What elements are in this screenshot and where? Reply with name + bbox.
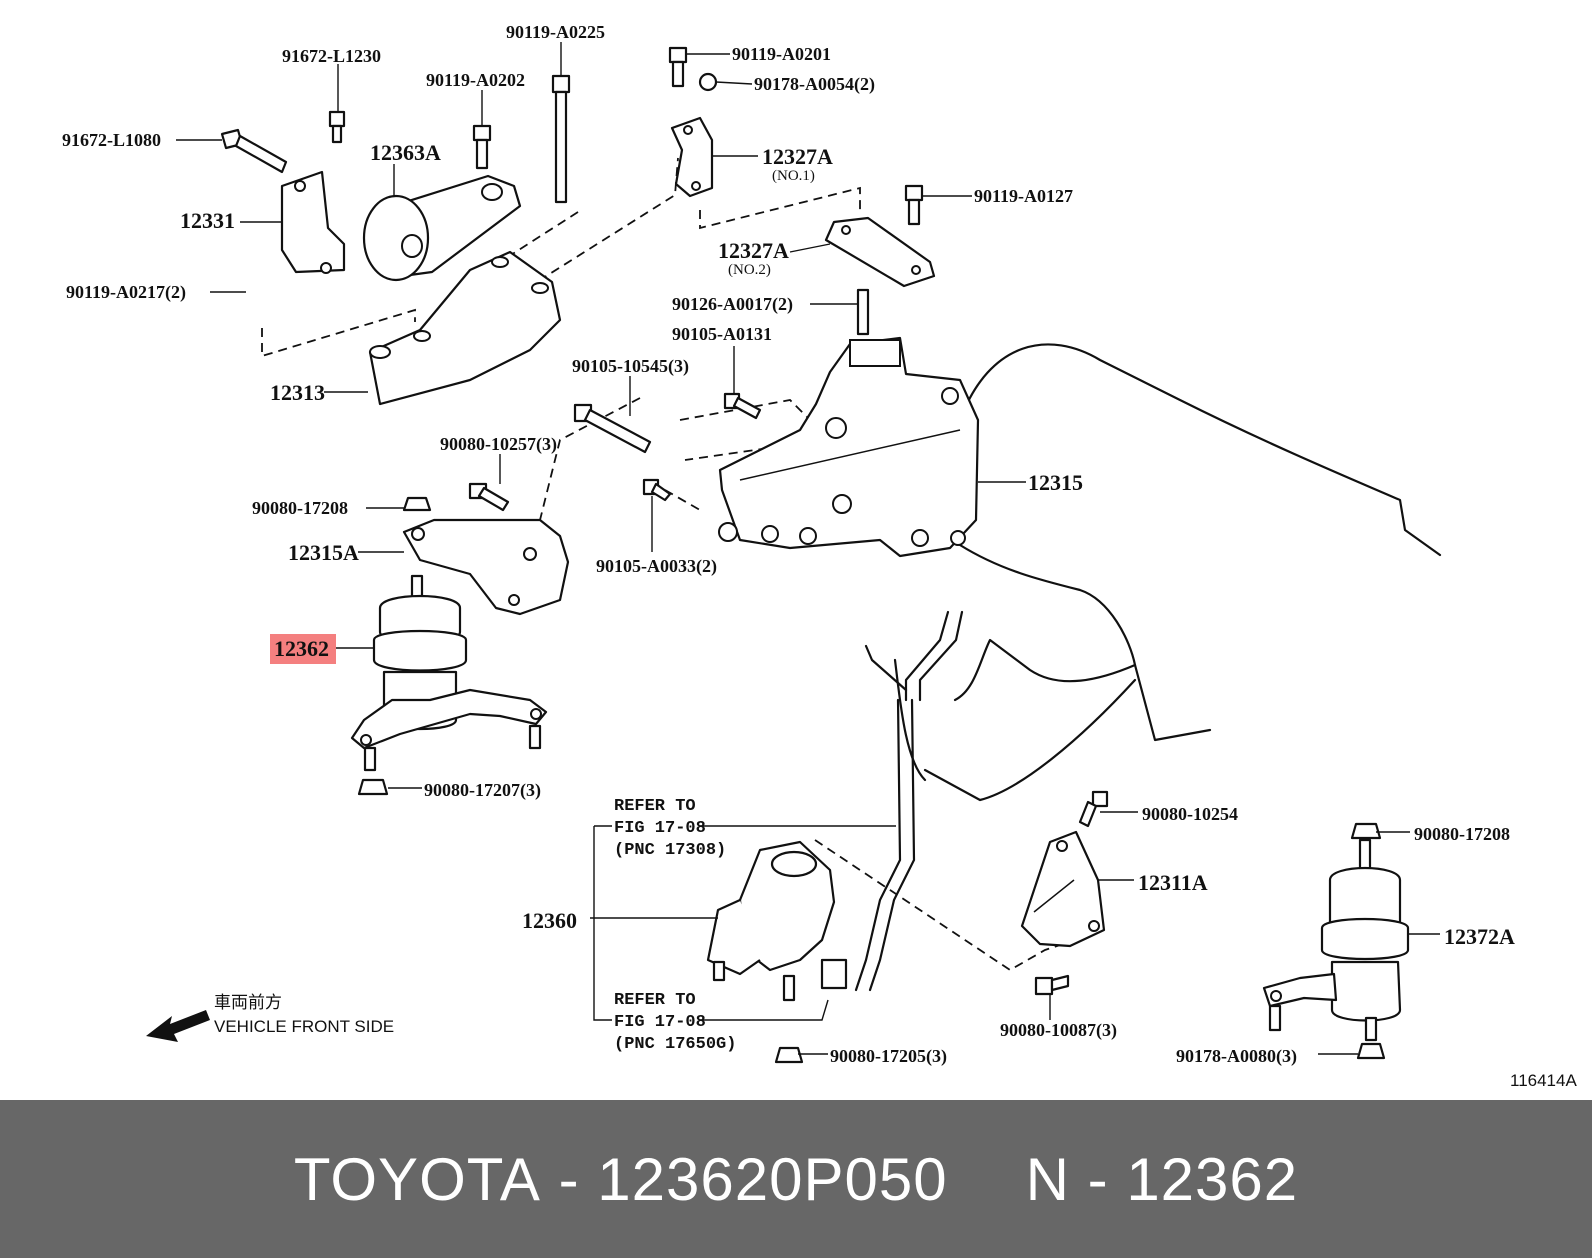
- callout-91672-L1080[interactable]: 91672-L1080: [62, 130, 161, 150]
- separator-2: -: [1087, 1145, 1109, 1213]
- callout-91672-L1230[interactable]: 91672-L1230: [282, 46, 381, 66]
- callout-90178-A0080[interactable]: 90178-A0080(3): [1176, 1046, 1297, 1067]
- front-label-en: VEHICLE FRONT SIDE: [214, 1017, 394, 1036]
- callout-90080-17208-left[interactable]: 90080-17208: [252, 498, 348, 518]
- torque-rod-12363A: [362, 174, 522, 282]
- n-label: N: [1025, 1145, 1070, 1213]
- part-info-footer: TOYOTA - 123620P050 N - 12362: [0, 1100, 1592, 1258]
- callout-90105-A0131[interactable]: 90105-A0131: [672, 324, 772, 344]
- part-highlight: [270, 634, 336, 664]
- leader-lines: [176, 42, 1440, 1055]
- bracket-12327A-no2: [824, 216, 936, 288]
- n-value: 12362: [1126, 1145, 1299, 1213]
- bracket-12327A-no1: [670, 116, 714, 198]
- fastener-bolts: [220, 46, 1386, 1064]
- callout-90119-A0217[interactable]: 90119-A0217(2): [66, 282, 186, 303]
- front-label-jp: 車両前方: [214, 993, 282, 1012]
- callout-90080-10087[interactable]: 90080-10087(3): [1000, 1020, 1117, 1041]
- refer-top-line1: REFER TO: [614, 797, 696, 816]
- separator-1: -: [558, 1145, 580, 1213]
- callout-90080-17207[interactable]: 90080-17207(3): [424, 780, 541, 801]
- engine-outline: [893, 343, 1442, 802]
- callout-90080-17205[interactable]: 90080-17205(3): [830, 1046, 947, 1067]
- refer-bottom-line3: (PNC 17650G): [614, 1035, 736, 1054]
- callout-12327A-no2[interactable]: 12327A: [718, 238, 789, 263]
- callout-12313[interactable]: 12313: [270, 380, 325, 405]
- callout-12360[interactable]: 12360: [522, 908, 577, 933]
- figure-code: 116414A: [1510, 1071, 1577, 1090]
- exploded-parts-diagram: 91672-L1230 90119-A0225 90119-A0202 9167…: [62, 22, 1577, 1090]
- callout-12327A-no1[interactable]: 12327A: [762, 144, 833, 169]
- refer-note-bottom: REFER TO FIG 17-08 (PNC 17650G): [614, 991, 736, 1054]
- engine-mount-12362: [350, 574, 548, 772]
- callout-90080-17208-right[interactable]: 90080-17208: [1414, 824, 1510, 844]
- callout-90119-A0202[interactable]: 90119-A0202: [426, 70, 525, 90]
- vehicle-front-indicator: 車両前方 VEHICLE FRONT SIDE: [146, 993, 394, 1042]
- bracket-12311A: [1020, 830, 1106, 948]
- callout-90080-10257[interactable]: 90080-10257(3): [440, 434, 557, 455]
- callout-90105-A0033[interactable]: 90105-A0033(2): [596, 556, 717, 577]
- callout-no2: (NO.2): [728, 262, 771, 278]
- engine-mount-12360: [706, 610, 964, 1002]
- callout-12331[interactable]: 12331: [180, 208, 235, 233]
- callout-12372A[interactable]: 12372A: [1444, 924, 1515, 949]
- refer-top-line3: (PNC 17308): [614, 841, 726, 860]
- callout-12311A[interactable]: 12311A: [1138, 870, 1208, 895]
- callout-12363A[interactable]: 12363A: [370, 140, 441, 165]
- callout-90126-A0017[interactable]: 90126-A0017(2): [672, 294, 793, 315]
- callout-12362[interactable]: 12362: [274, 636, 329, 661]
- callout-12315A[interactable]: 12315A: [288, 540, 359, 565]
- refer-bottom-line2: FIG 17-08: [614, 1013, 706, 1032]
- bracket-12315: [718, 336, 980, 558]
- bracket-12313: [368, 250, 562, 406]
- front-arrow-icon: [146, 1010, 210, 1042]
- callout-labels: 91672-L1230 90119-A0225 90119-A0202 9167…: [62, 22, 1515, 1067]
- callout-90105-10545[interactable]: 90105-10545(3): [572, 356, 689, 377]
- refer-note-top: REFER TO FIG 17-08 (PNC 17308): [614, 797, 726, 860]
- callout-12315[interactable]: 12315: [1028, 470, 1083, 495]
- bracket-12315A: [402, 518, 570, 616]
- part-number: 123620P050: [597, 1145, 948, 1213]
- callout-90178-A0054[interactable]: 90178-A0054(2): [754, 74, 875, 95]
- refer-top-line2: FIG 17-08: [614, 819, 706, 838]
- engine-mount-12372A: [1262, 838, 1410, 1042]
- brand-name: TOYOTA: [293, 1145, 541, 1213]
- brand-separator: [541, 1145, 559, 1214]
- callout-90119-A0127[interactable]: 90119-A0127: [974, 186, 1073, 206]
- callout-no1: (NO.1): [772, 168, 815, 184]
- refer-bottom-line1: REFER TO: [614, 991, 696, 1010]
- callout-90119-A0201[interactable]: 90119-A0201: [732, 44, 831, 64]
- callout-90080-10254[interactable]: 90080-10254: [1142, 804, 1238, 824]
- callout-90119-A0225[interactable]: 90119-A0225: [506, 22, 605, 42]
- bracket-12331: [280, 170, 346, 274]
